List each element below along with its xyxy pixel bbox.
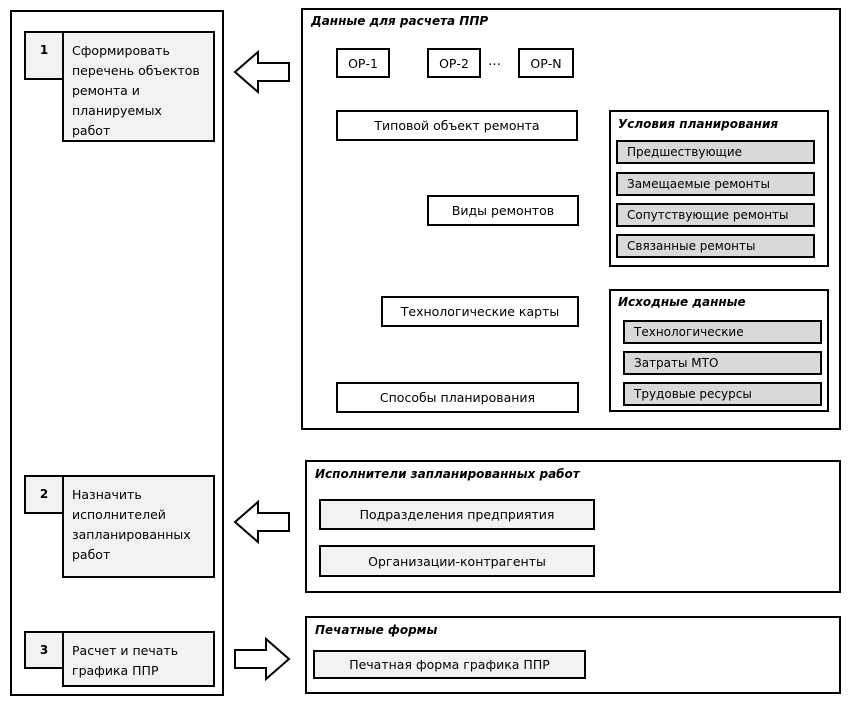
typical-object-box[interactable]: Типовой объект ремонта <box>336 110 578 141</box>
repair-types-box[interactable]: Виды ремонтов <box>427 195 579 226</box>
data-panel-title: Данные для расчета ППР <box>311 14 489 28</box>
op-ellipsis: … <box>488 54 501 69</box>
executors-title: Исполнители запланированных работ <box>315 467 580 481</box>
op-box-n[interactable]: ОР-N <box>518 48 574 78</box>
step-1-number: 1 <box>24 31 64 80</box>
source-data-title: Исходные данные <box>618 295 746 309</box>
block-arrow-step3-to-print <box>234 636 291 682</box>
tech-cards-box[interactable]: Технологические карты <box>381 296 579 327</box>
block-arrow-data-to-step1 <box>233 49 290 95</box>
planning-methods-box[interactable]: Способы планирования <box>336 382 579 413</box>
step-3-number: 3 <box>24 631 64 669</box>
step-3-box[interactable]: Расчет и печать графика ППР <box>62 631 215 687</box>
executor-departments[interactable]: Подразделения предприятия <box>319 499 595 530</box>
executor-contractors[interactable]: Организации-контрагенты <box>319 545 595 577</box>
op-box-1[interactable]: ОР-1 <box>336 48 390 78</box>
condition-item-concurrent[interactable]: Сопутствующие ремонты <box>616 203 815 227</box>
source-item-labor[interactable]: Трудовые ресурсы <box>623 382 822 406</box>
op-box-2[interactable]: ОР-2 <box>427 48 481 78</box>
print-form-schedule[interactable]: Печатная форма графика ППР <box>313 650 586 679</box>
conditions-title: Условия планирования <box>618 117 779 131</box>
print-forms-title: Печатные формы <box>315 623 438 637</box>
block-arrow-executors-to-step2 <box>233 499 290 545</box>
step-2-number: 2 <box>24 475 64 514</box>
condition-item-linked[interactable]: Связанные ремонты <box>616 234 815 258</box>
source-item-mto-costs[interactable]: Затраты МТО <box>623 351 822 375</box>
condition-item-preceding[interactable]: Предшествующие <box>616 140 815 164</box>
step-1-box[interactable]: Сформировать перечень объектов ремонта и… <box>62 31 215 142</box>
source-item-technological[interactable]: Технологические <box>623 320 822 344</box>
condition-item-replaced[interactable]: Замещаемые ремонты <box>616 172 815 196</box>
step-2-box[interactable]: Назначить исполнителей запланированных р… <box>62 475 215 578</box>
